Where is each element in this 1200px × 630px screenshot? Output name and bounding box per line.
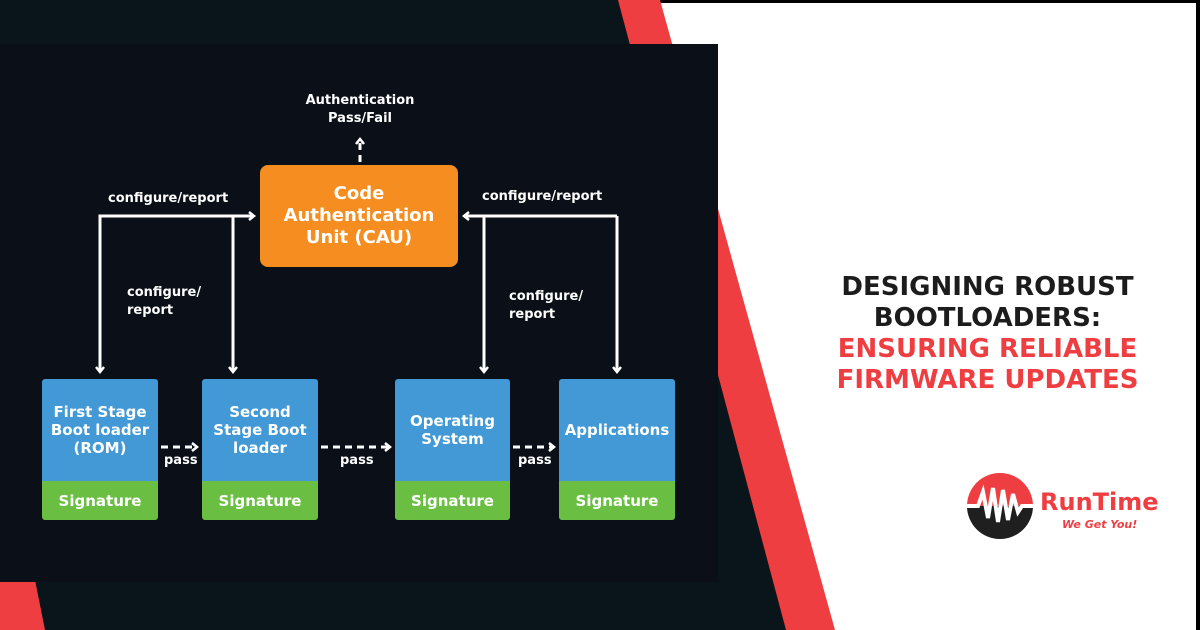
cau-label: Code Authentication Unit (CAU) — [283, 183, 435, 248]
signature-label: Signature — [395, 481, 510, 520]
pass-label-1: pass — [164, 453, 198, 468]
label-line: report — [127, 303, 174, 318]
headline-line1: DESIGNING ROBUST — [841, 272, 1134, 302]
stage-label: Operating System — [395, 379, 510, 481]
headline-line4: FIRMWARE UPDATES — [836, 365, 1139, 395]
label-line: configure/ — [127, 285, 202, 300]
stage-first-bootloader: First Stage Boot loader (ROM) Signature — [42, 379, 158, 520]
pass-label-2: pass — [340, 453, 374, 468]
headline-line2: BOOTLOADERS: — [873, 303, 1102, 333]
headline-line3: ENSURING RELIABLE — [837, 334, 1138, 364]
stage-label: Second Stage Boot loader — [202, 379, 318, 481]
stage-applications: Applications Signature — [559, 379, 675, 520]
configure-report-right: configure/report — [482, 189, 603, 204]
configure-report-mid-right: configure/ report — [509, 288, 583, 324]
runtime-logo-icon — [967, 473, 1033, 539]
configure-report-mid-left: configure/ report — [127, 284, 201, 320]
brand-name: RunTime — [1040, 488, 1159, 516]
stage-second-bootloader: Second Stage Boot loader Signature — [202, 379, 318, 520]
label-line: report — [509, 307, 556, 322]
configure-report-left: configure/report — [108, 191, 229, 206]
auth-label-line1: Authentication — [305, 93, 415, 108]
brand-tagline: We Get You! — [1062, 518, 1138, 531]
signature-label: Signature — [42, 481, 158, 520]
signature-label: Signature — [559, 481, 675, 520]
signature-label: Signature — [202, 481, 318, 520]
stage-label: Applications — [559, 379, 675, 481]
auth-label-line2: Pass/Fail — [328, 111, 392, 126]
arrows-layer — [95, 136, 622, 452]
auth-result-label: Authentication Pass/Fail — [300, 92, 420, 128]
pass-label-3: pass — [518, 453, 552, 468]
headline: DESIGNING ROBUST BOOTLOADERS: ENSURING R… — [820, 272, 1155, 396]
label-line: configure/ — [509, 289, 584, 304]
cau-box: Code Authentication Unit (CAU) — [260, 165, 458, 267]
stage-label: First Stage Boot loader (ROM) — [42, 379, 158, 481]
stage-operating-system: Operating System Signature — [395, 379, 510, 520]
